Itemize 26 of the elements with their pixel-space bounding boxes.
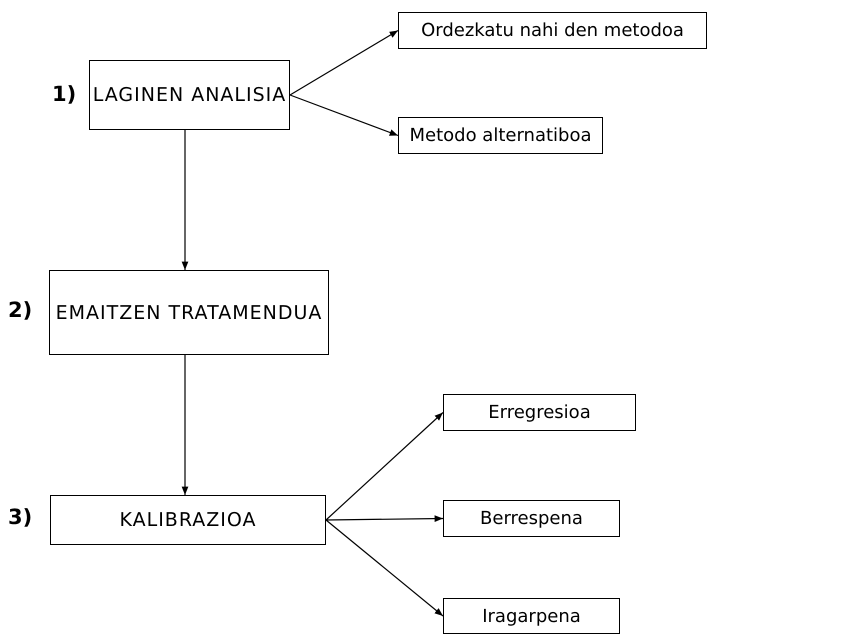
process-box [49,270,329,355]
box-label: Iragarpena [482,606,581,626]
process-box [443,394,636,431]
arrow [326,515,443,522]
arrow [290,94,398,136]
box-label: Berrespena [480,508,583,529]
box-label: Ordezkatu nahi den metodoa [421,20,684,41]
step-number: 1) [52,82,76,106]
arrow [182,355,188,495]
arrow [326,520,444,616]
box-label: EMAITZEN TRATAMENDUA [56,300,322,326]
process-box [443,598,620,634]
step-number: 3) [8,505,32,529]
process-box [50,495,326,545]
box-label: Metodo alternatiboa [409,125,592,146]
process-box [398,12,707,49]
step-number: 2) [8,298,32,322]
process-box [89,60,290,130]
arrow [290,30,398,96]
box-label: KALIBRAZIOA [119,508,256,533]
process-box [443,500,620,537]
box-label: Erregresioa [488,402,591,423]
box-label: LAGINEN ANALISIA [92,83,286,108]
process-box [398,117,603,154]
arrow [182,130,188,270]
arrow [326,412,444,520]
